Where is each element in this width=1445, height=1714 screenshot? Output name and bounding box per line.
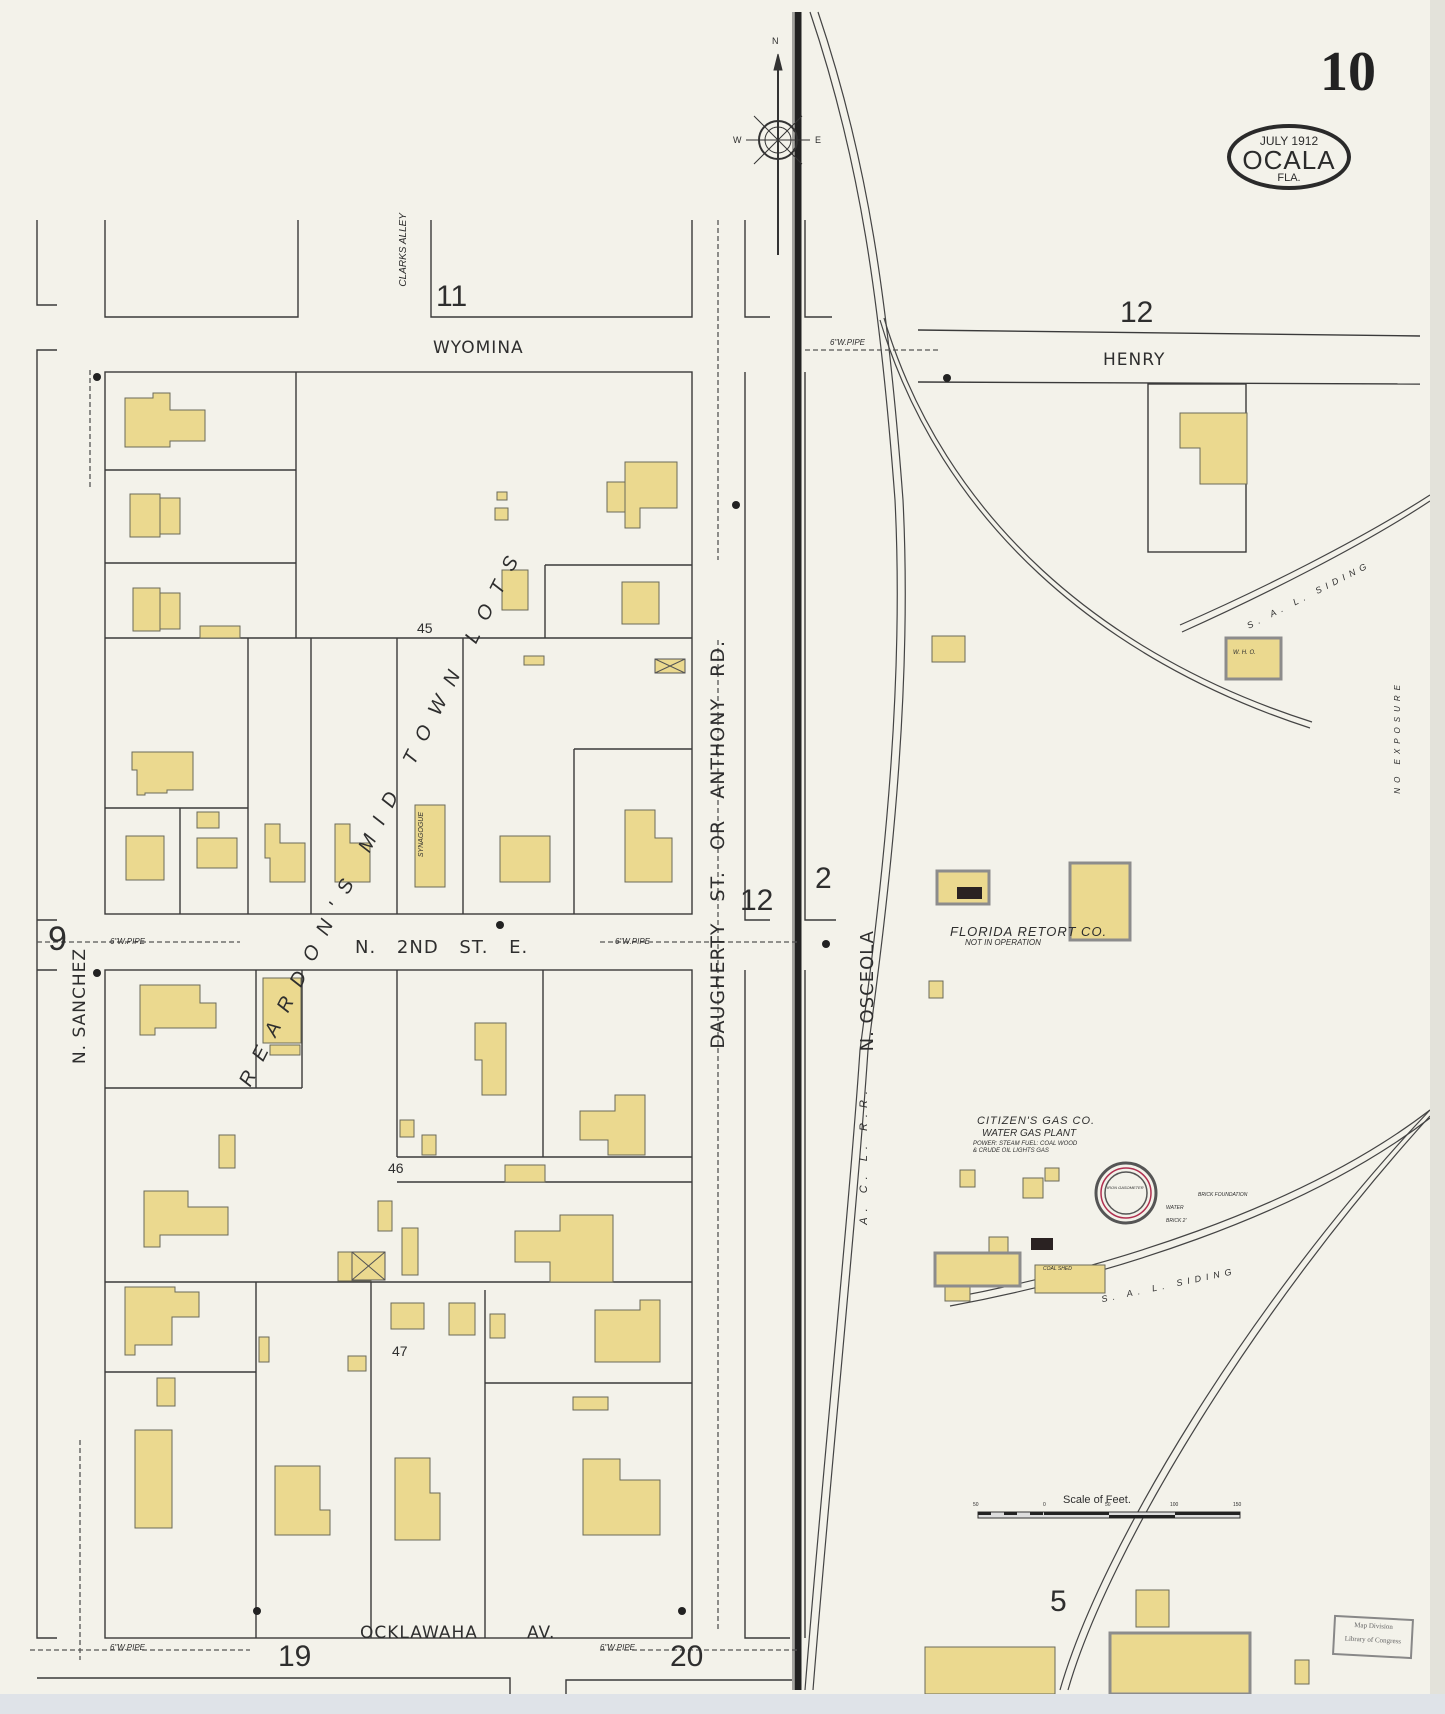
street-clarks-alley: CLARKS ALLEY xyxy=(398,213,409,287)
scan-edge-right xyxy=(1430,0,1445,1694)
adjacent-sheet-2: 2 xyxy=(815,862,832,895)
florida-retort-status: NOT IN OPERATION xyxy=(965,938,1041,947)
water-gas-plant-label: WATER GAS PLANT xyxy=(982,1128,1077,1139)
water-pipe-label: 6"W.PIPE xyxy=(830,338,865,347)
compass-east: E xyxy=(815,135,822,145)
adjacent-sheet-9: 9 xyxy=(48,920,67,958)
scale-tick: 50 xyxy=(1105,1502,1111,1508)
state-name: FLA. xyxy=(1277,172,1301,184)
scan-edge-bottom xyxy=(0,1694,1445,1714)
stamp-line-2: Library of Congress xyxy=(1344,1634,1402,1646)
water-pipe-label: 6"W.PIPE xyxy=(110,1643,145,1652)
whd-label: W. H. O. xyxy=(1233,650,1256,656)
gasometer-label: IRON GASOMETER xyxy=(1107,1185,1144,1190)
library-stamp: Map Division Library of Congress xyxy=(1332,1614,1414,1660)
adjacent-sheet-19: 19 xyxy=(278,1640,312,1673)
scale-title: Scale of Feet. xyxy=(1063,1494,1131,1506)
synagogue-label: SYNAGOGUE xyxy=(418,812,425,858)
street-n-2nd: N. 2ND ST. E. xyxy=(355,937,529,958)
block-46: 46 xyxy=(388,1160,404,1176)
sheet-number: 10 xyxy=(1320,41,1376,103)
scale-tick: 50 xyxy=(973,1502,979,1508)
adjacent-sheet-12-top: 12 xyxy=(1120,296,1154,329)
street-henry: HENRY xyxy=(1103,350,1166,370)
scale-tick: 150 xyxy=(1233,1502,1242,1508)
water-pipe-label: 6"W.PIPE xyxy=(110,937,145,946)
water-label: WATER xyxy=(1166,1205,1184,1211)
block-47: 47 xyxy=(392,1343,408,1359)
city-name: OCALA xyxy=(1242,145,1336,175)
title-cartouche: JULY 1912 OCALA FLA. xyxy=(1227,124,1351,190)
compass-north: N xyxy=(772,36,779,46)
block-45: 45 xyxy=(417,620,433,636)
gas-plant-desc-2: & CRUDE OIL LIGHTS GAS xyxy=(973,1148,1049,1154)
adjacent-sheet-12-mid: 12 xyxy=(740,884,774,917)
coal-shed-label: COAL SHED xyxy=(1043,1266,1072,1272)
adjacent-sheet-11: 11 xyxy=(436,280,468,313)
map-date: JULY 1912 xyxy=(1259,134,1319,148)
adjacent-sheet-20: 20 xyxy=(670,1640,704,1673)
street-n-osceola: N. OSCEOLA xyxy=(857,930,878,1052)
acl-railroad-label: A. C. L. R.R. xyxy=(858,1085,870,1225)
florida-retort-label: FLORIDA RETORT CO. xyxy=(950,924,1108,939)
street-ocklawaha: OCKLAWAHA xyxy=(360,1623,478,1643)
no-exposure-label: NO EXPOSURE xyxy=(1393,680,1402,794)
compass-west: W xyxy=(733,135,742,145)
water-pipe-label: 6"W.PIPE xyxy=(615,937,650,946)
scale-tick: 0 xyxy=(1043,1502,1046,1508)
scale-tick: 100 xyxy=(1170,1502,1179,1508)
street-wyomina: WYOMINA xyxy=(433,338,524,358)
brick-label: BRICK 2' xyxy=(1166,1218,1187,1224)
gas-plant-desc-1: POWER: STEAM FUEL: COAL WOOD xyxy=(973,1141,1078,1147)
compass-rose-icon xyxy=(746,53,810,255)
citizens-gas-label: CITIZEN'S GAS CO. xyxy=(977,1115,1096,1127)
street-ocklawaha-suffix: AV. xyxy=(527,1623,556,1643)
street-daugherty: DAUGHERTY ST. OR ANTHONY RD. xyxy=(707,640,729,1049)
brick-foundation-label: BRICK FOUNDATION xyxy=(1198,1192,1248,1198)
water-pipe-label: 6"W.PIPE xyxy=(600,1643,635,1652)
adjacent-sheet-5: 5 xyxy=(1050,1585,1067,1618)
street-n-sanchez: N. SANCHEZ xyxy=(70,948,90,1065)
